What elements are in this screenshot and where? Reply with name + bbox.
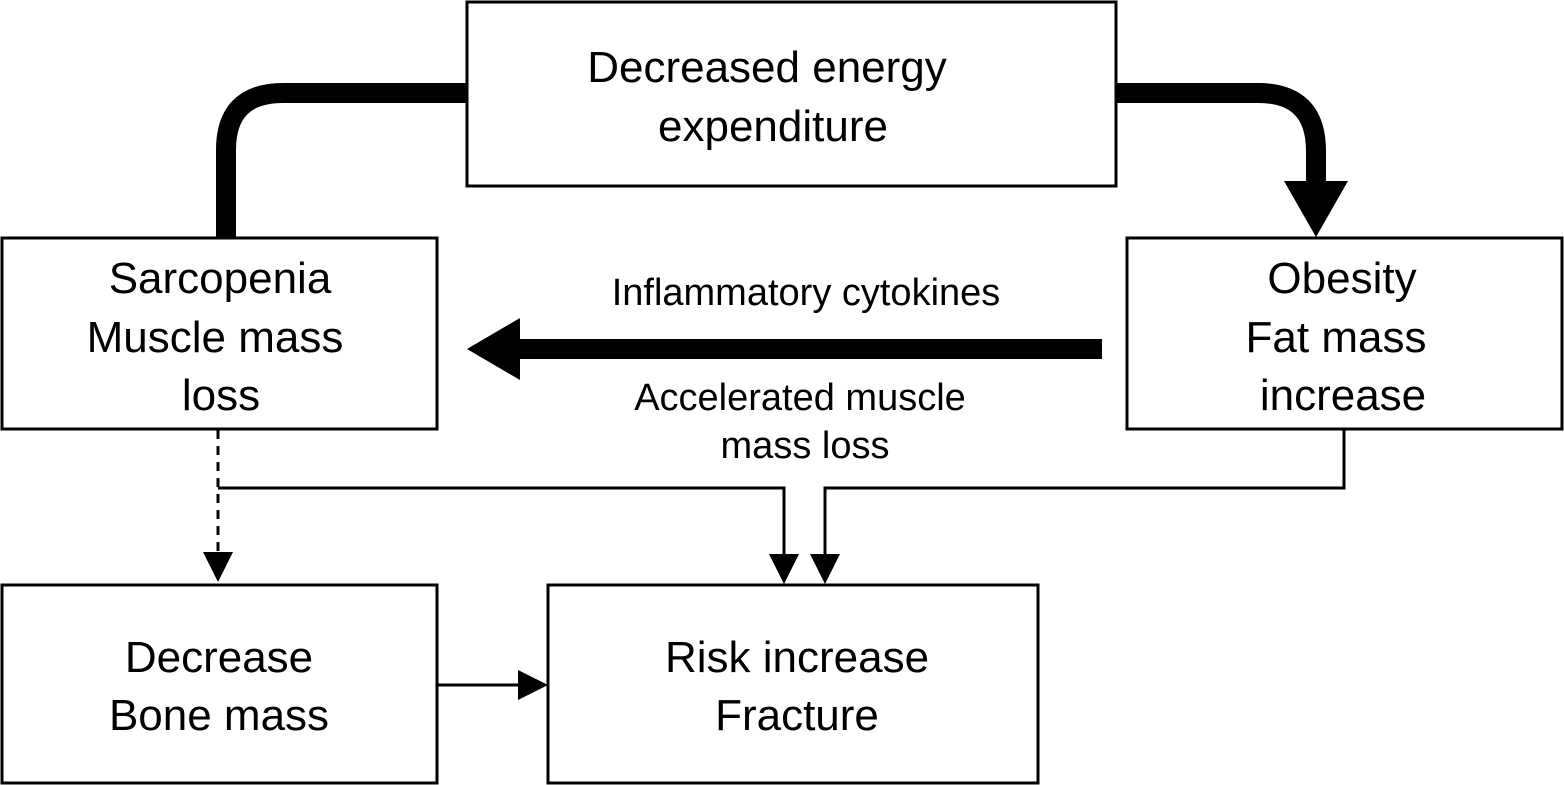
obesity-label-line-2: Fat mass	[1246, 313, 1427, 362]
sarcopenia-label-line-3: loss	[182, 371, 260, 420]
connector-sarcopenia-to-energy	[216, 83, 467, 238]
energy-label-line-2: expenditure	[658, 102, 888, 151]
arrowhead-energy-to-obesity	[1284, 181, 1348, 237]
arrowhead-obesity-to-sarcopenia	[467, 318, 520, 380]
box-decrease-bone-mass	[0, 583, 439, 785]
box-sarcopenia	[0, 236, 439, 431]
arrow-energy-to-obesity	[1116, 83, 1326, 185]
bone-label-line-2: Bone mass	[109, 691, 329, 740]
arrowhead-sarcopenia-to-bone	[203, 552, 233, 582]
box-obesity	[1125, 236, 1564, 431]
box-risk-fracture	[546, 583, 1040, 785]
energy-label-line-1: Decreased energy	[587, 43, 947, 92]
box-decreased-energy	[465, 0, 1118, 188]
fracture-label-line-1: Risk increase	[665, 633, 929, 682]
edge-label-accelerated-line-2: mass loss	[721, 425, 890, 467]
sarcopenia-label-line-2: Muscle mass	[87, 313, 344, 362]
bone-label-line-1: Decrease	[125, 633, 313, 682]
edge-label-accelerated-line-1: Accelerated muscle	[634, 377, 966, 419]
edge-label-cytokines: Inflammatory cytokines	[612, 272, 1001, 314]
arrowhead-obesity-to-fracture	[810, 554, 840, 584]
fracture-label-line-2: Fracture	[715, 691, 879, 740]
sarcopenia-label-line-1: Sarcopenia	[109, 254, 332, 303]
arrow-obesity-to-sarcopenia-shaft	[515, 339, 1102, 359]
obesity-label-line-3: increase	[1260, 371, 1426, 420]
obesity-label-line-1: Obesity	[1267, 254, 1416, 303]
connector-sarcopenia-to-fracture	[218, 486, 786, 556]
arrowhead-sarcopenia-to-fracture	[769, 554, 799, 584]
connector-obesity-to-fracture	[823, 430, 1346, 556]
arrowhead-bone-to-fracture	[518, 670, 548, 700]
